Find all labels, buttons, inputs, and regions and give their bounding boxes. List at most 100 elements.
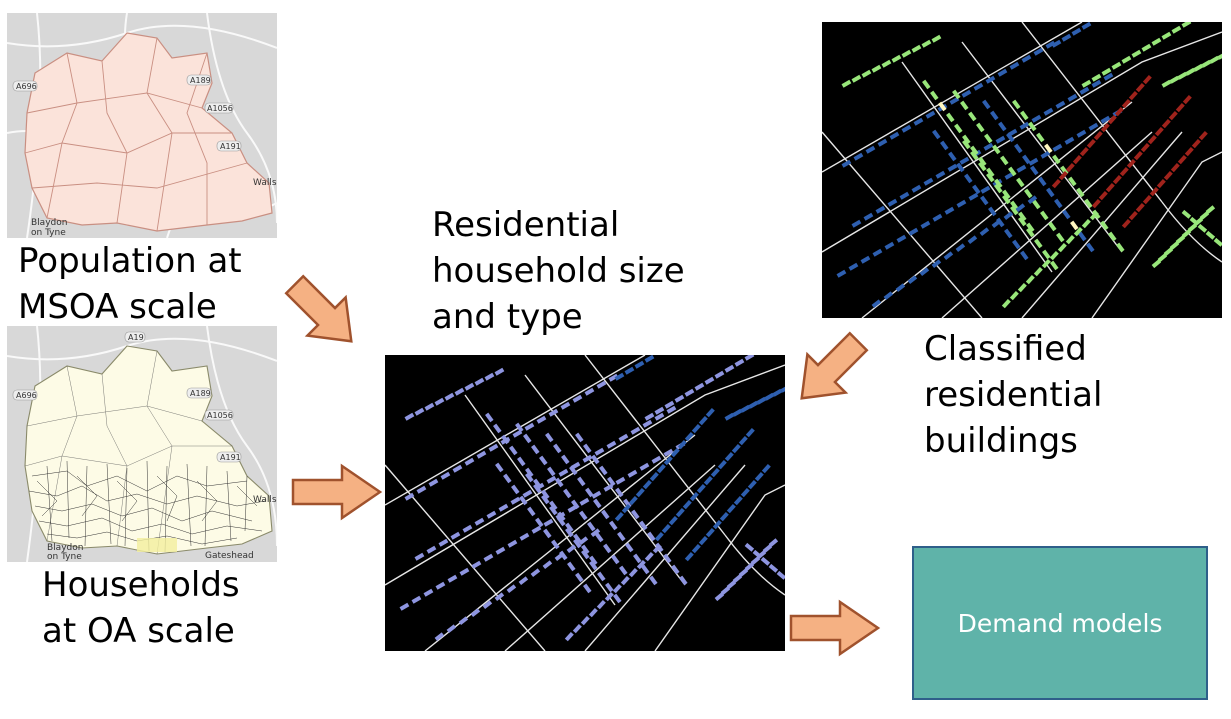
building-footprint: [1028, 157, 1039, 166]
building-footprint: [997, 68, 1008, 77]
building-footprint: [841, 159, 852, 168]
building-footprint: [1026, 222, 1035, 233]
building-footprint: [596, 599, 606, 610]
building-footprint: [543, 528, 552, 539]
building-footprint: [1084, 198, 1093, 209]
building-footprint: [983, 142, 994, 151]
building-footprint: [530, 568, 541, 578]
building-footprint: [671, 564, 680, 575]
building-footprint: [549, 505, 558, 516]
building-footprint: [666, 405, 677, 414]
building-footprint: [1003, 211, 1014, 221]
building-footprint: [519, 495, 528, 506]
building-footprint: [535, 517, 544, 528]
building-footprint: [651, 455, 662, 464]
building-footprint: [952, 89, 961, 100]
building-footprint: [444, 392, 455, 401]
building-footprint: [968, 192, 979, 201]
building-footprint: [1044, 143, 1053, 154]
building-footprint: [649, 575, 658, 586]
residential-household-map: [385, 355, 785, 651]
building-footprint: [1000, 155, 1009, 166]
building-footprint: [1086, 242, 1095, 253]
building-footprint: [553, 443, 562, 454]
building-footprint: [768, 563, 779, 573]
map-label-wallsend-oa: Wallsen: [253, 495, 277, 505]
building-footprint: [1135, 202, 1145, 213]
building-footprint: [883, 291, 894, 301]
building-footprint: [1012, 239, 1021, 250]
residential-household-svg: [385, 355, 785, 651]
map-label-blaydon-oa: Blaydon: [47, 543, 83, 553]
building-footprint: [628, 495, 638, 506]
map-label-blaydon: Blaydon: [31, 218, 67, 228]
building-footprint: [1052, 154, 1061, 165]
building-footprint: [1065, 234, 1075, 245]
building-footprint: [978, 156, 987, 167]
building-footprint: [614, 511, 624, 522]
building-footprint: [947, 163, 958, 172]
building-footprint: [944, 206, 955, 215]
building-footprint: [634, 360, 645, 369]
classified-building-marks: [836, 22, 1222, 309]
building-footprint: [583, 443, 592, 454]
building-footprint: [611, 554, 620, 565]
building-footprint: [423, 588, 434, 597]
building-footprint: [572, 623, 582, 634]
building-footprint: [1081, 22, 1092, 30]
building-footprint: [644, 412, 655, 421]
building-footprint: [525, 472, 534, 483]
building-footprint: [519, 532, 530, 541]
building-footprint: [841, 79, 852, 88]
building-footprint: [872, 248, 883, 257]
building-footprint: [426, 545, 437, 554]
building-footprint: [931, 34, 942, 43]
building-footprint: [416, 485, 427, 494]
building-footprint: [956, 162, 965, 173]
building-footprint: [881, 59, 892, 68]
building-footprint: [494, 592, 505, 602]
building-footprint: [590, 528, 601, 538]
building-footprint: [414, 552, 425, 561]
building-footprint: [434, 397, 445, 406]
building-footprint: [1033, 47, 1044, 56]
building-footprint: [617, 531, 626, 542]
building-footprint: [1038, 176, 1047, 187]
caption-households: Households at OA scale: [42, 562, 240, 654]
building-footprint: [1057, 242, 1067, 253]
building-footprint: [726, 580, 737, 590]
caption-households-line-2: at OA scale: [42, 611, 235, 651]
building-footprint: [1135, 82, 1145, 93]
building-footprint: [1119, 166, 1129, 177]
building-footprint: [754, 471, 764, 482]
building-footprint: [1126, 158, 1136, 169]
building-footprint: [691, 543, 701, 554]
building-footprint: [470, 608, 481, 618]
building-footprint: [884, 241, 895, 250]
building-footprint: [533, 483, 542, 494]
building-footprint: [1076, 129, 1087, 138]
building-footprint: [935, 170, 946, 179]
building-footprint: [985, 75, 996, 84]
building-footprint: [901, 124, 912, 133]
building-footprint: [1068, 176, 1077, 187]
building-footprint: [571, 499, 580, 510]
building-footprint: [901, 49, 912, 58]
road-label-a1056: A1056: [207, 104, 233, 113]
building-footprint: [1070, 220, 1079, 231]
building-footprint: [555, 477, 564, 488]
building-footprint: [566, 544, 577, 554]
building-footprint: [601, 509, 610, 520]
building-footprint: [732, 574, 743, 584]
building-footprint: [663, 455, 673, 466]
building-footprint: [1026, 227, 1035, 238]
building-footprint: [578, 536, 589, 546]
building-footprint: [577, 476, 586, 487]
building-footprint: [836, 269, 847, 278]
building-footprint: [1201, 59, 1212, 68]
map-label-wallsend: Wallsen: [253, 178, 277, 188]
building-footprint: [744, 542, 755, 552]
building-footprint: [1091, 79, 1102, 88]
building-footprint: [518, 576, 529, 586]
building-footprint: [861, 69, 872, 78]
